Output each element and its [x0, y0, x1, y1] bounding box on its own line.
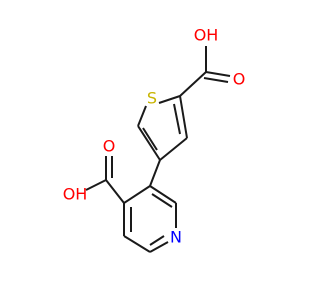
bond-py-c3-c2-inner	[151, 193, 173, 208]
bond-ccooh-o	[205, 71, 231, 77]
molecule-structure: S OH O O OH N	[63, 26, 246, 253]
atom-s: S	[147, 89, 157, 108]
atom-o-left: O	[103, 137, 116, 156]
bond-c5-c4	[179, 95, 188, 139]
atom-oh-top: OH	[194, 26, 219, 45]
bond-c2-s	[137, 105, 147, 127]
bond-ccooh2-oh	[85, 179, 107, 191]
atom-oh-left: OH	[63, 185, 88, 204]
bond-c3-c2-inner	[142, 127, 158, 151]
bond-py-c6-c5	[123, 235, 151, 253]
bond-c3-c2	[137, 125, 161, 161]
bond-s-c5	[158, 95, 181, 104]
bond-c5-c4-inner	[173, 103, 181, 135]
bond-py-n-c6-inner	[149, 235, 165, 246]
bond-py-c4-c3	[123, 185, 151, 204]
bond-py-c3-c2	[149, 185, 177, 204]
atom-n: N	[170, 228, 182, 247]
bond-ccooh-o-2	[203, 77, 229, 83]
atom-o-top: O	[233, 70, 246, 89]
bond-c4-c3	[159, 137, 188, 161]
bond-c4-ccooh	[105, 179, 125, 204]
bond-c5-ccooh	[179, 71, 207, 97]
bond-py-n-c6	[149, 241, 169, 253]
bond-ring-link	[149, 159, 161, 187]
